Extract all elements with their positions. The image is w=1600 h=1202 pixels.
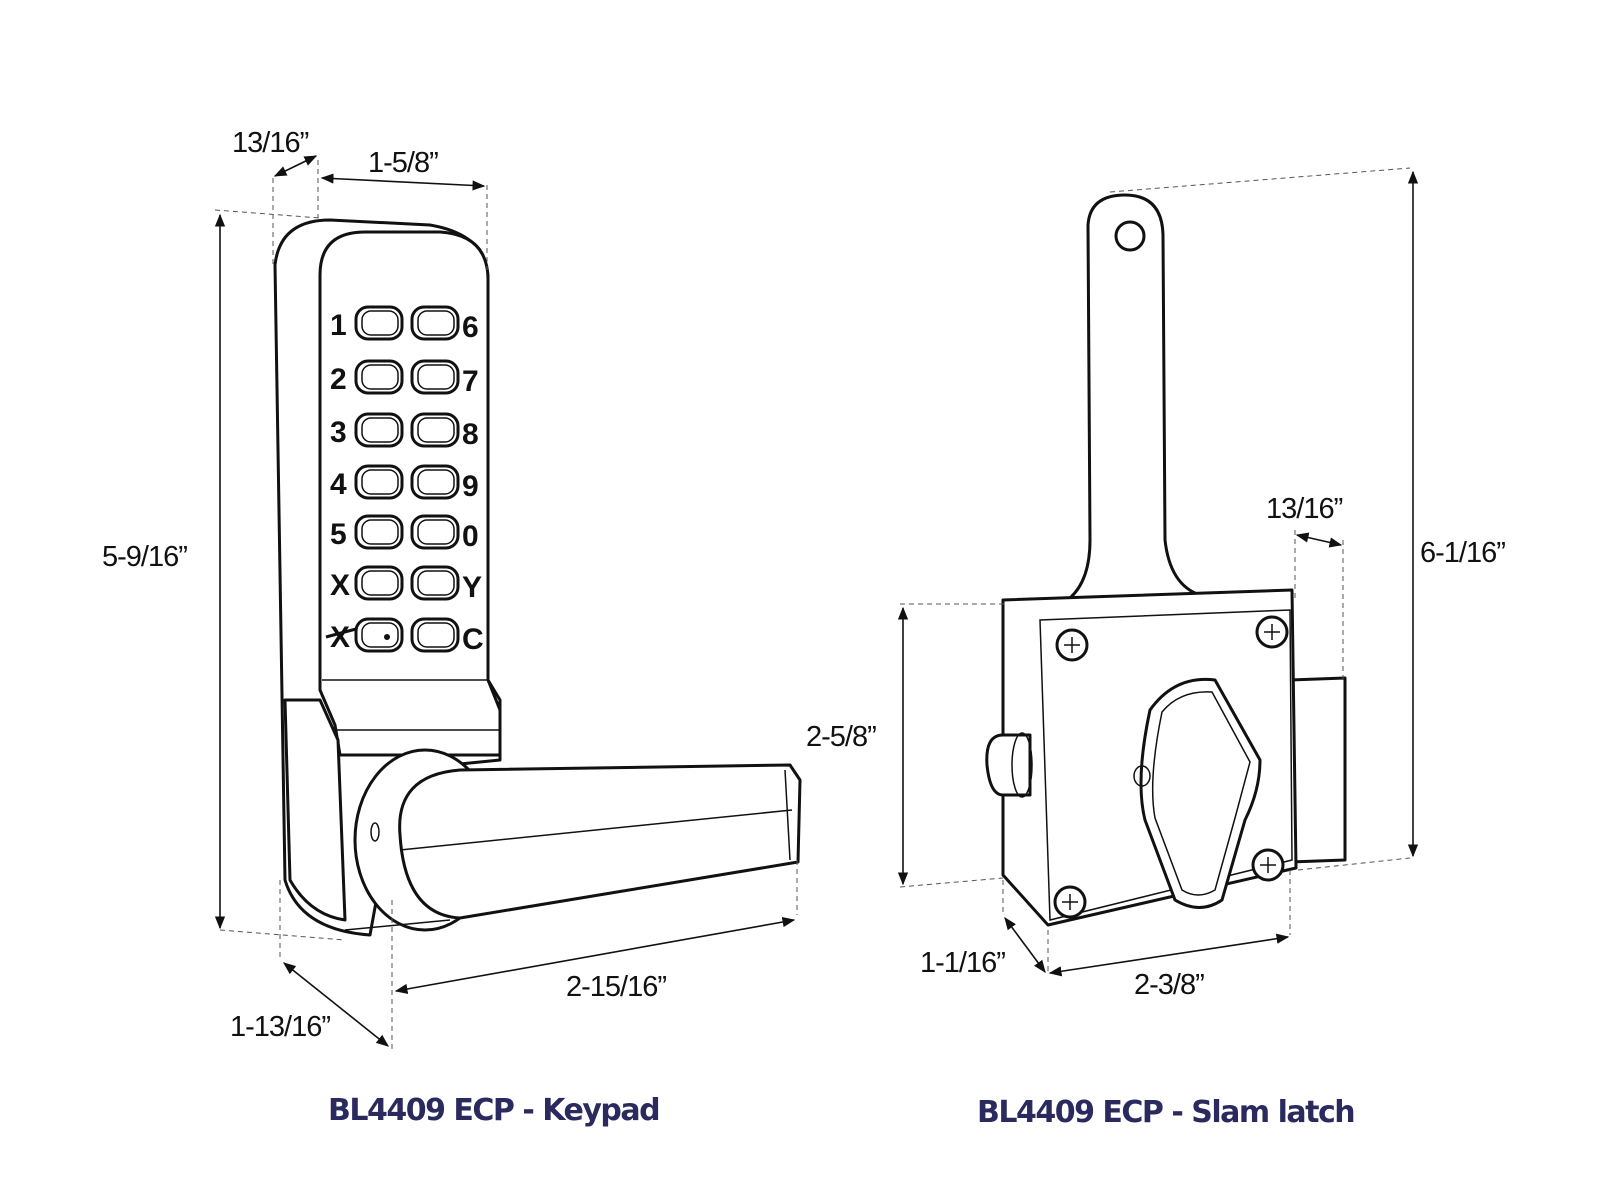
bolt-depth-dimension: 13/16” [1266, 493, 1343, 525]
lever-projection-dimension: 1-13/16” [230, 1011, 330, 1043]
keypad-button [354, 359, 404, 395]
indicator-dot [384, 634, 390, 640]
keypad-height-dimension: 5-9/16” [102, 541, 187, 573]
case-depth-dimension: 1-1/16” [920, 947, 1005, 979]
keypad-button [354, 514, 404, 550]
key-label-left: X [330, 621, 350, 654]
keypad-button [354, 565, 404, 601]
keypad-button [410, 412, 460, 448]
keypad-title: BL4409 ECP - Keypad [328, 1093, 659, 1128]
keypad-dimension-lines [214, 155, 798, 1050]
screw-icon [1055, 628, 1089, 662]
keypad-drawing [273, 218, 802, 937]
keypad-button [354, 464, 404, 500]
screw-icon [1251, 848, 1285, 882]
key-label-right: 7 [462, 365, 479, 398]
case-height-dimension: 2-5/8” [806, 721, 876, 753]
lever-length-dimension: 2-15/16” [566, 971, 666, 1003]
key-label-right: 6 [462, 311, 479, 344]
slam-latch-title: BL4409 ECP - Slam latch [977, 1095, 1354, 1130]
keypad-depth-dimension: 13/16” [232, 127, 309, 159]
key-label-left: X [330, 569, 350, 602]
key-label-left: 5 [330, 518, 347, 551]
keypad-button [354, 305, 404, 341]
key-label-left: 4 [330, 468, 347, 501]
key-label-right: 8 [462, 418, 479, 451]
keypad-button [410, 359, 460, 395]
keypad-button [354, 617, 404, 653]
key-label-right: 0 [462, 520, 479, 553]
key-label-right: 9 [462, 470, 479, 503]
screw-icon [1255, 615, 1289, 649]
slam-latch-drawing [985, 193, 1347, 927]
key-label-left: 1 [330, 309, 347, 342]
strike-line [325, 627, 357, 639]
key-label-left: 2 [330, 363, 347, 396]
keypad-buttons: 1 6 2 7 3 8 4 9 5 0X Y X C [325, 305, 484, 656]
slam-latch-dimension-lines [897, 167, 1419, 977]
case-width-dimension: 2-3/8” [1134, 969, 1204, 1001]
keypad-button [410, 617, 460, 653]
keypad-button [410, 464, 460, 500]
keypad-button [410, 565, 460, 601]
key-label-left: 3 [330, 416, 347, 449]
key-label-right: Y [462, 571, 482, 604]
key-label-right: C [462, 623, 484, 656]
keypad-width-dimension: 1-5/8” [368, 147, 438, 179]
keypad-button [410, 305, 460, 341]
overall-height-dimension: 6-1/16” [1420, 537, 1505, 569]
keypad-button [410, 514, 460, 550]
screw-icon [1053, 885, 1087, 919]
keypad-button [354, 412, 404, 448]
